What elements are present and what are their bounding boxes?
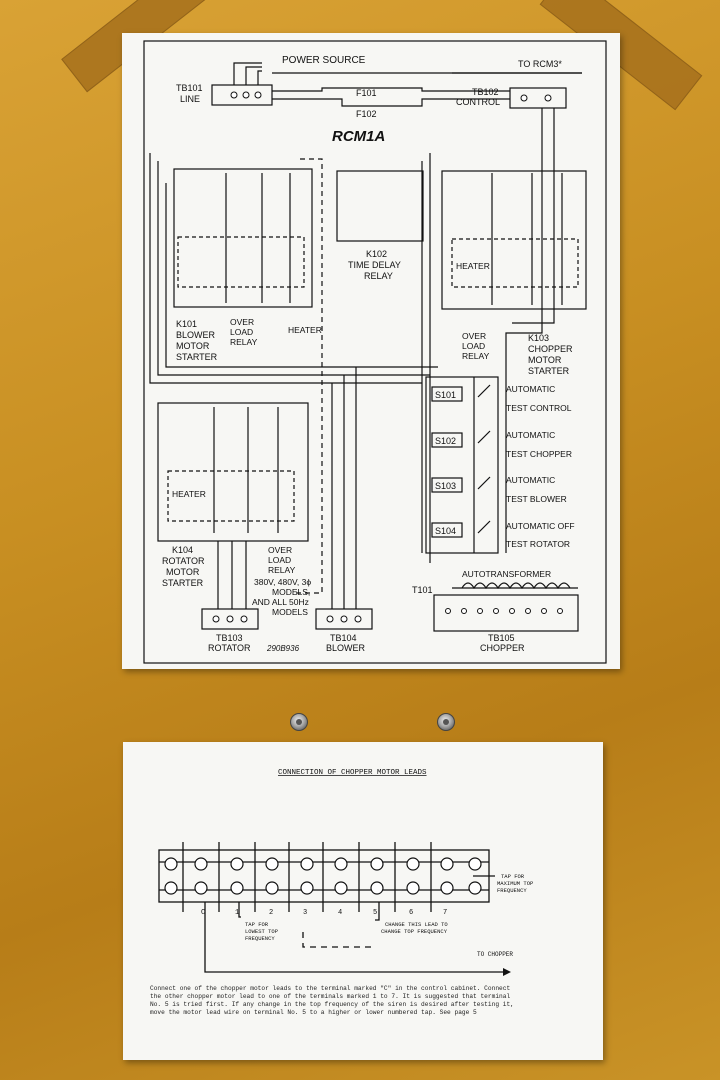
k101-label: K101: [176, 319, 197, 329]
s102-top: AUTOMATIC: [506, 430, 555, 440]
to-chopper-label: TO CHOPPER: [477, 951, 513, 958]
k101-line2: BLOWER: [176, 330, 216, 340]
autotransformer-label: AUTOTRANSFORMER: [462, 569, 551, 579]
k104-overload-2: LOAD: [268, 555, 291, 565]
k104-label: K104: [172, 545, 193, 555]
tb104-sub: BLOWER: [326, 643, 366, 653]
tb101-label: TB101: [176, 83, 203, 93]
s104-bottom: TEST ROTATOR: [506, 539, 570, 549]
tb103-label: TB103: [216, 633, 243, 643]
k103-overload-1: OVER: [462, 331, 486, 341]
k101-line4: STARTER: [176, 352, 218, 362]
s103-bottom: TEST BLOWER: [506, 494, 567, 504]
terminal-label-4: 4: [338, 909, 342, 917]
terminal-label-5: 5: [373, 909, 377, 917]
sheet-title: CONNECTION OF CHOPPER MOTOR LEADS: [278, 769, 427, 777]
wiring-diagram-sheet: POWER SOURCE TO RCM3* RCM1A TB101 LINE T…: [122, 33, 620, 669]
models-note-3: AND ALL 50Hz: [252, 597, 309, 607]
k101-heater: HEATER: [288, 325, 322, 335]
terminal-label-3: 3: [303, 909, 307, 917]
drawing-number: 290B936: [266, 644, 300, 653]
tap-low-2: LOWEST TOP: [245, 928, 278, 935]
s101-bottom: TEST CONTROL: [506, 403, 572, 413]
k103-line3: MOTOR: [528, 355, 562, 365]
wiring-diagram: POWER SOURCE TO RCM3* RCM1A TB101 LINE T…: [143, 40, 607, 664]
f101-label: F101: [356, 88, 377, 98]
tb102-sub: CONTROL: [456, 97, 500, 107]
t101-label: T101: [412, 585, 433, 595]
models-note-1: 380V, 480V, 3ϕ: [254, 577, 311, 587]
tb102-label: TB102: [472, 87, 499, 97]
k103-line2: CHOPPER: [528, 344, 573, 354]
change-lead-1: CHANGE THIS LEAD TO: [385, 921, 448, 928]
change-lead-2: CHANGE TOP FREQUENCY: [381, 928, 448, 935]
instructions-text: Connect one of the chopper motor leads t…: [150, 985, 514, 1016]
tap-low-3: FREQUENCY: [245, 935, 275, 942]
k102-label: K102: [366, 249, 387, 259]
k103-line4: STARTER: [528, 366, 570, 376]
s101-id: S101: [435, 390, 456, 400]
s104-top: AUTOMATIC OFF: [506, 521, 575, 531]
tb103-sub: ROTATOR: [208, 643, 251, 653]
k104-line4: STARTER: [162, 578, 204, 588]
k101-overload-2: LOAD: [230, 327, 253, 337]
k102-line3: RELAY: [364, 271, 393, 281]
tb104-label: TB104: [330, 633, 357, 643]
s103-id: S103: [435, 481, 456, 491]
terminal-label-1: 1: [235, 909, 239, 917]
diagram-title: RCM1A: [332, 128, 385, 145]
k103-heater: HEATER: [456, 261, 490, 271]
tap-max-3: FREQUENCY: [497, 887, 527, 894]
terminal-label-2: 2: [269, 909, 273, 917]
k104-overload-1: OVER: [268, 545, 292, 555]
s102-id: S102: [435, 436, 456, 446]
tap-low-1: TAP FOR: [245, 921, 269, 928]
models-note-4: MODELS: [272, 607, 308, 617]
k103-overload-2: LOAD: [462, 341, 485, 351]
s104-id: S104: [435, 526, 456, 536]
k104-line3: MOTOR: [166, 567, 200, 577]
k104-overload-3: RELAY: [268, 565, 296, 575]
models-note-2: MODELS,: [272, 587, 310, 597]
k101-line3: MOTOR: [176, 341, 210, 351]
s101-top: AUTOMATIC: [506, 384, 555, 394]
k104-line2: ROTATOR: [162, 556, 205, 566]
tb101-sub: LINE: [180, 94, 200, 104]
tb105-label: TB105: [488, 633, 515, 643]
f102-label: F102: [356, 109, 377, 119]
tb105-sub: CHOPPER: [480, 643, 525, 653]
k104-heater: HEATER: [172, 489, 206, 499]
tap-max-1: TAP FOR: [501, 873, 525, 880]
to-rcm3-label: TO RCM3*: [518, 59, 562, 69]
s102-bottom: TEST CHOPPER: [506, 449, 572, 459]
k103-label: K103: [528, 333, 549, 343]
k103-overload-3: RELAY: [462, 351, 490, 361]
power-source-label: POWER SOURCE: [282, 55, 366, 66]
k101-overload-1: OVER: [230, 317, 254, 327]
mounting-screw: [290, 713, 308, 731]
s103-top: AUTOMATIC: [506, 475, 555, 485]
terminal-label-c: C: [201, 909, 205, 917]
k101-overload-3: RELAY: [230, 337, 258, 347]
tap-max-2: MAXIMUM TOP: [497, 880, 533, 887]
chopper-leads-sheet: CONNECTION OF CHOPPER MOTOR LEADS: [123, 742, 603, 1060]
terminal-label-7: 7: [443, 909, 447, 917]
terminal-strip-diagram: CONNECTION OF CHOPPER MOTOR LEADS: [158, 769, 533, 976]
k102-line2: TIME DELAY: [348, 260, 401, 270]
terminal-label-6: 6: [409, 909, 413, 917]
mounting-screw: [437, 713, 455, 731]
